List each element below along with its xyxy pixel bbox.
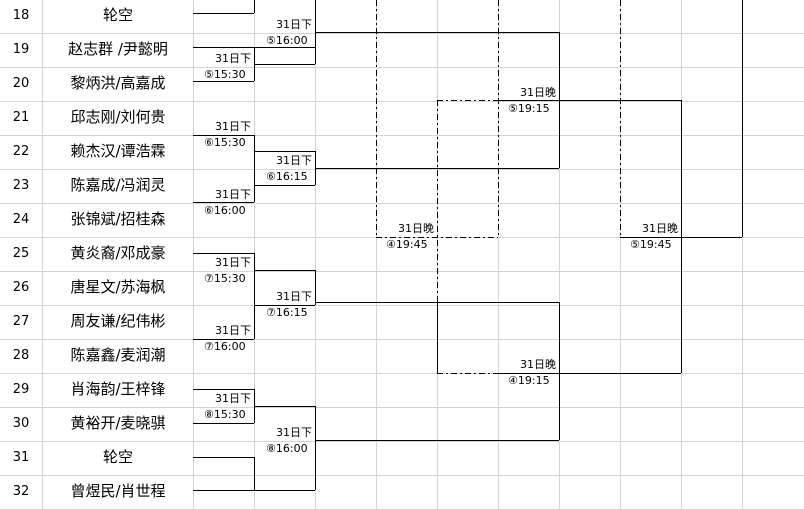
match-time: ⑤19:45 <box>630 238 672 251</box>
match-day: 31日下 <box>276 290 312 303</box>
row-number: 24 <box>12 212 30 227</box>
player-name: 黎炳洪/高嘉成 <box>70 74 166 92</box>
player-name: 赖杰汉/谭浩霖 <box>70 142 166 160</box>
match-time: ⑤19:15 <box>508 102 550 115</box>
match-day: 31日下 <box>276 154 312 167</box>
match-time: ⑤15:30 <box>204 68 246 81</box>
player-name: 轮空 <box>102 6 133 24</box>
player-name: 唐星文/苏海枫 <box>70 278 166 296</box>
row-number: 29 <box>12 382 30 397</box>
match-time: ⑥15:30 <box>204 136 246 149</box>
match-time: ⑧15:30 <box>204 408 246 421</box>
match-day: 31日下 <box>276 426 312 439</box>
match-day: 31日晚 <box>520 86 556 99</box>
row-number: 31 <box>12 450 30 465</box>
row-number: 27 <box>12 314 30 329</box>
player-name: 邱志刚/刘何贵 <box>70 108 166 126</box>
match-time: ⑧16:00 <box>266 442 308 455</box>
match-time: ④19:15 <box>508 374 550 387</box>
match-time: ⑥16:00 <box>204 204 246 217</box>
player-name: 张锦斌/招桂森 <box>70 210 166 228</box>
row-number: 26 <box>12 280 30 295</box>
row-number: 32 <box>12 484 30 499</box>
player-name: 周友谦/纪伟彬 <box>70 312 166 330</box>
match-day: 31日下 <box>215 324 251 337</box>
match-time: ④19:45 <box>386 238 428 251</box>
row-number: 25 <box>12 246 30 261</box>
match-time: ⑤16:00 <box>266 34 308 47</box>
match-day: 31日下 <box>215 52 251 65</box>
player-name: 陈嘉成/冯润灵 <box>70 176 166 194</box>
row-number: 19 <box>12 42 30 57</box>
row-number: 18 <box>12 8 30 23</box>
match-time: ⑦16:00 <box>204 340 246 353</box>
match-day: 31日下 <box>215 120 251 133</box>
row-number: 30 <box>12 416 30 431</box>
match-day: 31日下 <box>215 256 251 269</box>
match-day: 31日下 <box>215 188 251 201</box>
match-day: 31日晚 <box>398 222 434 235</box>
player-name: 曾煜民/肖世程 <box>70 482 166 500</box>
row-number: 23 <box>12 178 30 193</box>
player-name: 陈嘉鑫/麦润潮 <box>70 346 166 364</box>
player-name: 黄炎裔/邓成豪 <box>70 244 166 262</box>
match-time: ⑦16:15 <box>266 306 308 319</box>
row-number: 20 <box>12 76 30 91</box>
match-day: 31日下 <box>215 392 251 405</box>
row-number: 21 <box>12 110 30 125</box>
match-day: 31日晚 <box>642 222 678 235</box>
player-name: 赵志群 /尹懿明 <box>68 40 168 58</box>
player-name: 肖海韵/王梓锋 <box>70 380 166 398</box>
row-number: 22 <box>12 144 30 159</box>
match-day: 31日下 <box>276 18 312 31</box>
player-name: 轮空 <box>102 448 133 466</box>
match-day: 31日晚 <box>520 358 556 371</box>
player-name: 黄裕开/麦晓骐 <box>70 414 166 432</box>
row-number: 28 <box>12 348 30 363</box>
match-time: ⑥16:15 <box>266 170 308 183</box>
match-time: ⑦15:30 <box>204 272 246 285</box>
